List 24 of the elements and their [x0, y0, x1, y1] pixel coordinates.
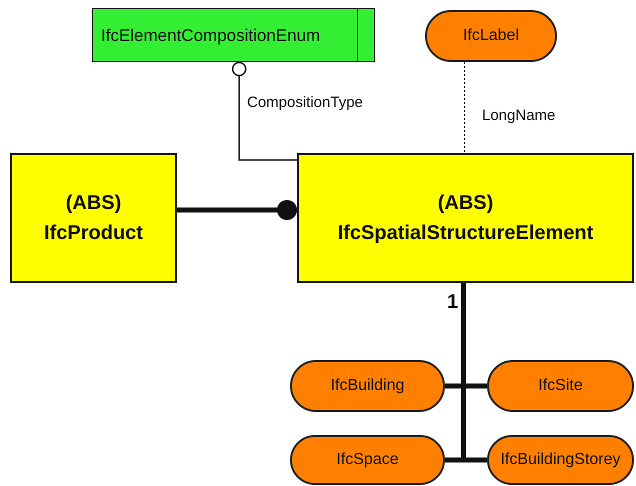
connector-line	[177, 200, 297, 220]
stereotype-label: (ABS)	[66, 193, 122, 213]
class-pill	[290, 360, 445, 412]
class-name: IfcSpace	[336, 452, 399, 468]
class-name: IfcLabel	[462, 28, 520, 44]
class-pill	[487, 435, 634, 485]
connector-line	[232, 62, 297, 161]
edge-label: CompositionType	[246, 95, 364, 110]
entity-box	[10, 153, 177, 283]
entity-box	[297, 153, 634, 283]
class-name: IfcBuildingStorey	[500, 452, 621, 468]
dotted-connector	[464, 62, 466, 154]
class-pill	[290, 435, 445, 485]
enum-box	[92, 8, 375, 62]
multiplicity-label: 1	[447, 292, 458, 312]
class-pill	[487, 360, 634, 412]
stereotype-label: (ABS)	[438, 193, 494, 213]
class-name: IfcBuilding	[330, 378, 404, 394]
class-name: IfcElementCompositionEnum	[101, 26, 320, 44]
class-name: IfcSpatialStructureElement	[338, 223, 594, 243]
edge-label: LongName	[481, 108, 556, 123]
class-name: IfcSite	[538, 378, 583, 394]
class-name: IfcProduct	[44, 223, 143, 243]
class-pill	[425, 10, 557, 62]
